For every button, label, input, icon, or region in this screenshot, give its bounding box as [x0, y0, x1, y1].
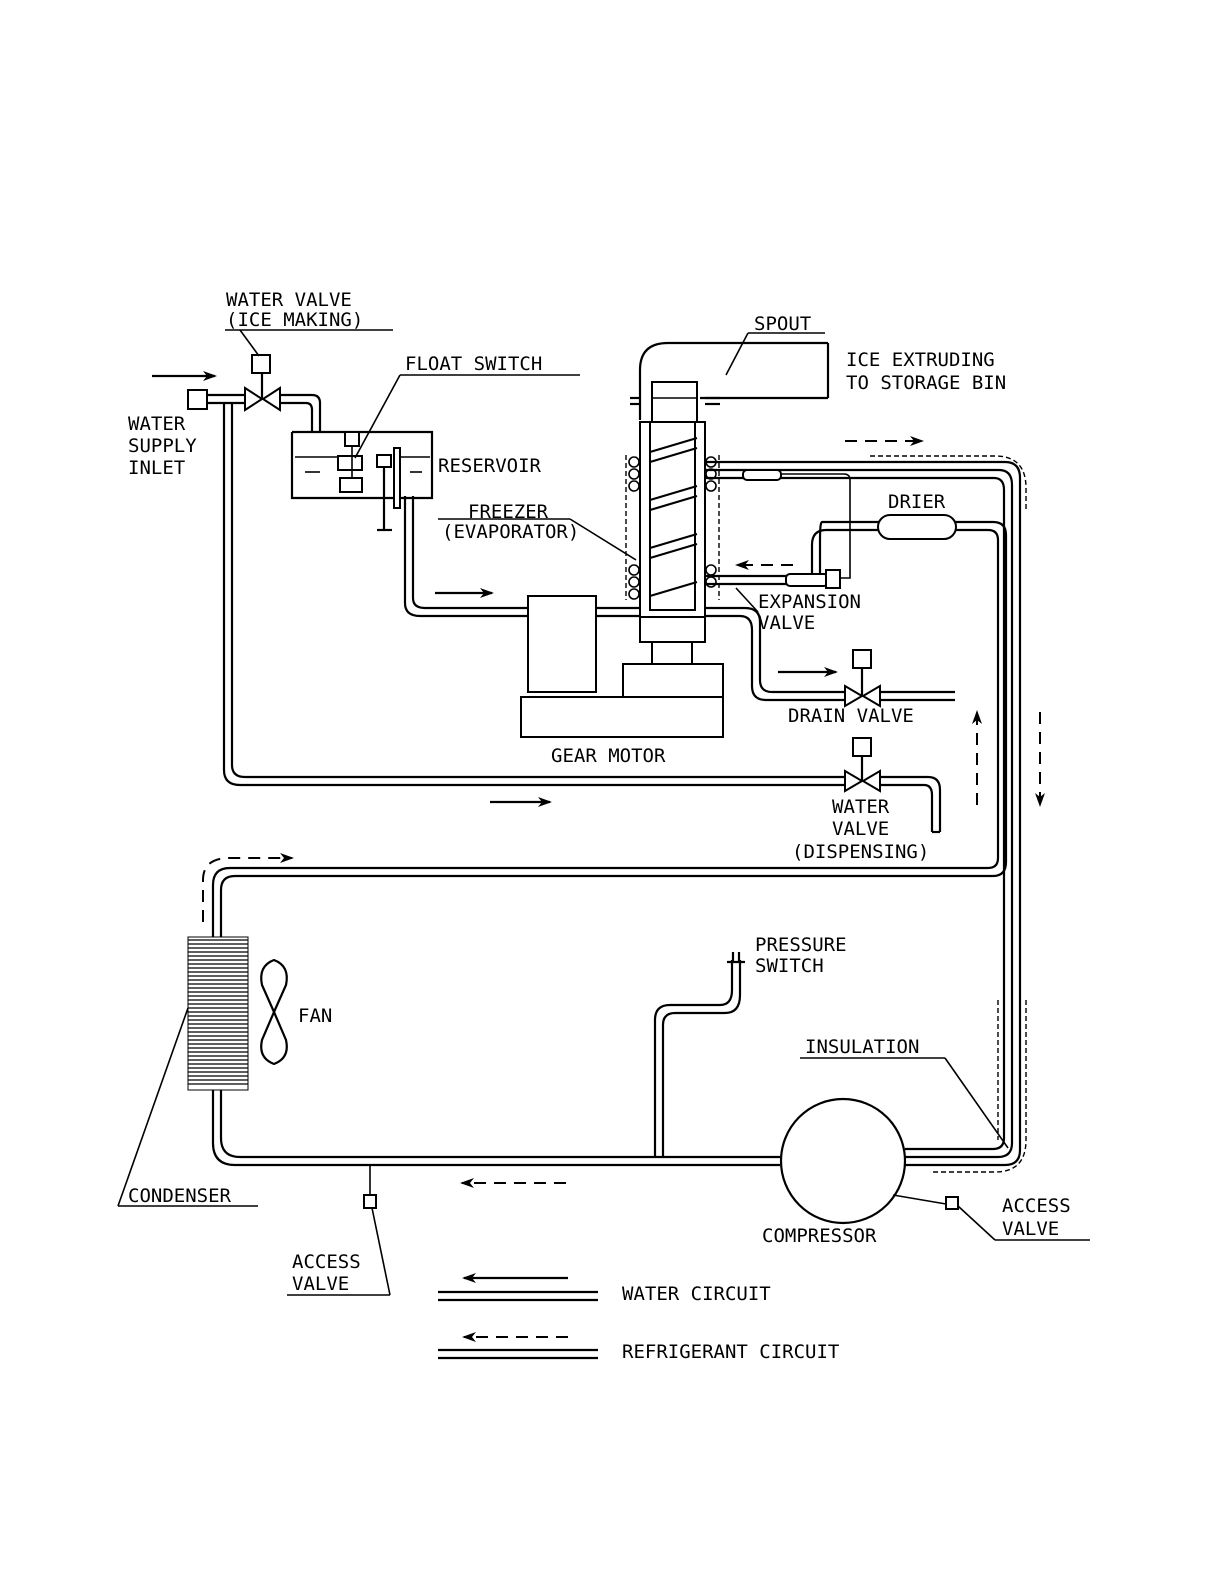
label-condenser: CONDENSER	[128, 1185, 232, 1207]
label-ice-extruding: ICE EXTRUDING	[846, 349, 995, 371]
label-compressor: COMPRESSOR	[762, 1225, 877, 1247]
pressure-switch-icon	[727, 952, 745, 964]
label-reservoir: RESERVOIR	[438, 455, 542, 477]
freezer-evaporator-icon	[625, 332, 830, 618]
label-gear-motor: GEAR MOTOR	[551, 745, 666, 767]
leader-lines	[117, 329, 1090, 1296]
drier-icon	[877, 514, 957, 540]
refrigerant-pipes	[211, 460, 1022, 1195]
water-supply-inlet-icon	[187, 389, 208, 410]
label-spout: SPOUT	[754, 313, 811, 335]
label-float-switch: FLOAT SWITCH	[405, 353, 542, 375]
label-access-valve-left: ACCESS	[292, 1251, 361, 1273]
legend	[438, 1273, 598, 1360]
label-water-supply: WATER	[128, 413, 186, 435]
label-freezer: FREEZER	[468, 501, 549, 523]
labels: WATER VALVE (ICE MAKING) FLOAT SWITCH SP…	[128, 289, 1071, 1363]
label-water-supply-3: INLET	[128, 457, 185, 479]
water-pipes	[207, 393, 955, 834]
label-expansion-valve: EXPANSION	[758, 591, 861, 613]
label-drier: DRIER	[888, 491, 946, 513]
label-pressure-switch-2: SWITCH	[755, 955, 824, 977]
legend-water-circuit: WATER CIRCUIT	[622, 1283, 771, 1305]
compressor-icon	[779, 1097, 959, 1225]
label-fan: FAN	[298, 1005, 332, 1027]
label-water-valve-disp-2: VALVE	[832, 818, 889, 840]
reservoir-icon	[290, 430, 434, 532]
flow-arrows	[152, 371, 1045, 1188]
water-valve-dispensing-icon	[844, 737, 881, 793]
access-valve-left-icon	[363, 1194, 377, 1209]
drain-valve-icon	[844, 649, 881, 708]
insulation-marks	[870, 455, 1027, 1173]
label-drain-valve: DRAIN VALVE	[788, 705, 914, 727]
label-water-valve-ice: WATER VALVE	[226, 289, 352, 311]
label-ice-extruding-2: TO STORAGE BIN	[846, 372, 1006, 394]
label-access-valve-right-2: VALVE	[1002, 1218, 1059, 1240]
label-water-valve-disp-3: (DISPENSING)	[792, 841, 929, 863]
label-water-valve-disp: WATER	[832, 796, 890, 818]
label-access-valve-right: ACCESS	[1002, 1195, 1071, 1217]
label-insulation: INSULATION	[805, 1036, 919, 1058]
condenser-icon	[187, 936, 249, 1091]
legend-refrigerant-circuit: REFRIGERANT CIRCUIT	[622, 1341, 839, 1363]
label-water-valve-ice-2: (ICE MAKING)	[226, 309, 363, 331]
water-valve-ice-making-icon	[244, 354, 281, 412]
label-expansion-valve-2: VALVE	[758, 612, 815, 634]
label-access-valve-left-2: VALVE	[292, 1273, 349, 1295]
label-freezer-2: (EVAPORATOR)	[442, 521, 579, 543]
label-pressure-switch: PRESSURE	[755, 934, 847, 956]
fan-icon	[260, 958, 288, 1066]
gear-motor-icon	[520, 595, 724, 738]
label-water-supply-2: SUPPLY	[128, 435, 197, 457]
expansion-valve-icon	[742, 469, 841, 589]
